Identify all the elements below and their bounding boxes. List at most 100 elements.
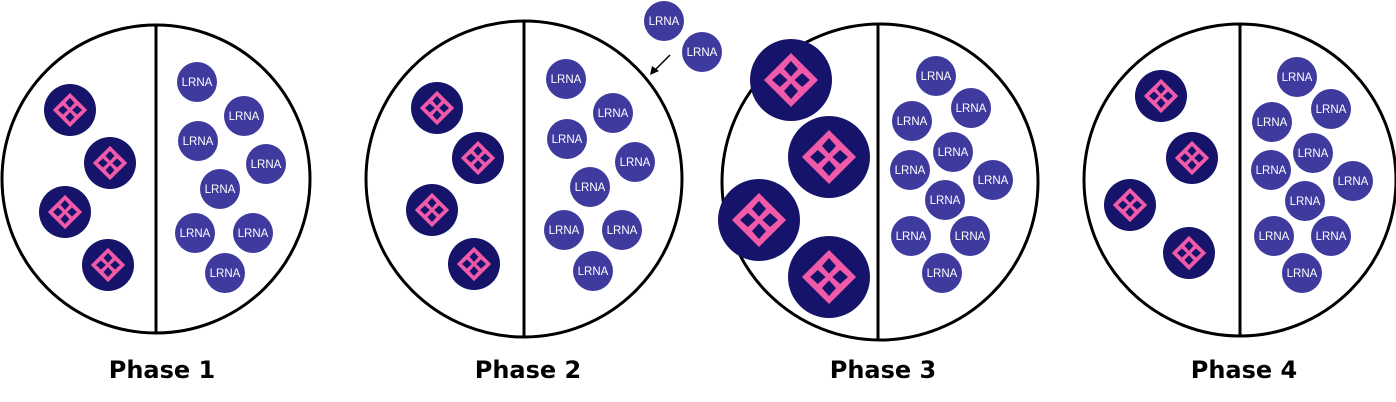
lrna-token-label: LRNA — [1282, 72, 1313, 84]
lrna-token-icon: LRNA — [1285, 181, 1325, 221]
lrna-token-label: LRNA — [578, 266, 609, 278]
lrna-token-label: LRNA — [938, 147, 969, 159]
lrna-token-label: LRNA — [182, 77, 213, 89]
lrna-token-icon: LRNA — [1311, 89, 1351, 129]
asset-token-icon — [406, 184, 458, 236]
asset-token-icon — [718, 179, 800, 261]
lrna-token-label: LRNA — [549, 225, 580, 237]
lrna-token-icon: LRNA — [973, 160, 1013, 200]
lrna-token-icon: LRNA — [950, 216, 990, 256]
lrna-token-label: LRNA — [978, 175, 1009, 187]
lrna-token-icon: LRNA — [547, 119, 587, 159]
lrna-token-label: LRNA — [607, 225, 638, 237]
lrna-token-icon: LRNA — [224, 96, 264, 136]
lrna-token-icon: LRNA — [933, 132, 973, 172]
asset-token-icon — [1104, 179, 1156, 231]
lrna-token-icon: LRNA — [205, 253, 245, 293]
lrna-token-label: LRNA — [897, 116, 928, 128]
lrna-token-label: LRNA — [251, 159, 282, 171]
lrna-token-icon: LRNA — [916, 56, 956, 96]
lrna-token-icon: LRNA — [890, 150, 930, 190]
lrna-token-label: LRNA — [551, 74, 582, 86]
asset-token-icon — [788, 236, 870, 318]
lrna-token-icon: LRNA — [1333, 161, 1373, 201]
lrna-token-icon: LRNA — [644, 1, 684, 41]
lrna-token-icon: LRNA — [175, 213, 215, 253]
asset-token-icon — [452, 132, 504, 184]
lrna-token-label: LRNA — [205, 184, 236, 196]
asset-token-icon — [788, 116, 870, 198]
lrna-token-label: LRNA — [921, 71, 952, 83]
lrna-token-label: LRNA — [1259, 231, 1290, 243]
lrna-token-icon: LRNA — [951, 88, 991, 128]
lrna-token-label: LRNA — [575, 182, 606, 194]
lrna-token-label: LRNA — [229, 111, 260, 123]
asset-token-icon — [1166, 132, 1218, 184]
asset-token-icon — [82, 239, 134, 291]
lrna-token-icon: LRNA — [682, 32, 722, 72]
lrna-token-label: LRNA — [180, 228, 211, 240]
lrna-token-icon: LRNA — [1311, 216, 1351, 256]
lrna-token-icon: LRNA — [892, 101, 932, 141]
asset-token-icon — [1135, 70, 1187, 122]
asset-token-icon — [1163, 227, 1215, 279]
lrna-token-label: LRNA — [210, 268, 241, 280]
lrna-token-label: LRNA — [1257, 117, 1288, 129]
lrna-token-label: LRNA — [649, 16, 680, 28]
lrna-token-icon: LRNA — [1254, 216, 1294, 256]
lrna-token-icon: LRNA — [1252, 102, 1292, 142]
lrna-token-label: LRNA — [930, 195, 961, 207]
lrna-token-label: LRNA — [238, 228, 269, 240]
asset-token-icon — [84, 137, 136, 189]
lrna-token-icon: LRNA — [546, 59, 586, 99]
lrna-token-icon: LRNA — [891, 216, 931, 256]
lrna-token-icon: LRNA — [233, 213, 273, 253]
lrna-token-icon: LRNA — [177, 62, 217, 102]
lrna-token-label: LRNA — [1287, 268, 1318, 280]
asset-token-icon — [411, 82, 463, 134]
lrna-token-icon: LRNA — [922, 253, 962, 293]
lrna-token-label: LRNA — [620, 157, 651, 169]
lrna-token-icon: LRNA — [1277, 57, 1317, 97]
lrna-token-label: LRNA — [1256, 165, 1287, 177]
lrna-token-icon: LRNA — [544, 210, 584, 250]
lrna-token-label: LRNA — [552, 134, 583, 146]
lrna-token-label: LRNA — [598, 108, 629, 120]
lrna-token-label: LRNA — [1298, 148, 1329, 160]
phase-2-label: Phase 2 — [474, 356, 582, 384]
lrna-token-label: LRNA — [896, 231, 927, 243]
lrna-token-label: LRNA — [1290, 196, 1321, 208]
lrna-token-label: LRNA — [956, 103, 987, 115]
lrna-token-icon: LRNA — [925, 180, 965, 220]
lrna-token-icon: LRNA — [1251, 150, 1291, 190]
lrna-token-label: LRNA — [955, 231, 986, 243]
lrna-token-label: LRNA — [1338, 176, 1369, 188]
asset-token-icon — [44, 84, 96, 136]
asset-token-icon — [39, 186, 91, 238]
lrna-token-label: LRNA — [1316, 104, 1347, 116]
lrna-token-icon: LRNA — [615, 142, 655, 182]
phase-4-pool: LRNA LRNA LRNA LRNA LRNA LRNA LRNA LRNA LRNA LRNA — [1082, 22, 1396, 338]
phase-4-label: Phase 4 — [1190, 356, 1298, 384]
lrna-token-icon: LRNA — [246, 144, 286, 184]
arrow-icon — [650, 54, 671, 75]
phase-3-pool: LRNA LRNA LRNA LRNA LRNA LRNA LRNA LRNA LRNA LRNA — [718, 22, 1040, 342]
lrna-token-label: LRNA — [895, 165, 926, 177]
lrna-token-label: LRNA — [183, 136, 214, 148]
phase-3-label: Phase 3 — [829, 356, 937, 384]
phase-2-pool: LRNA LRNA LRNA LRNA LRNA LRNA LRNA LRNA — [364, 19, 684, 339]
phase-1-pool: LRNA LRNA LRNA LRNA LRNA LRNA LRNA LRNA — [0, 23, 312, 335]
lrna-token-icon: LRNA — [1282, 253, 1322, 293]
lrna-token-icon: LRNA — [1293, 133, 1333, 173]
lrna-token-icon: LRNA — [593, 93, 633, 133]
lrna-token-label: LRNA — [927, 268, 958, 280]
lrna-token-icon: LRNA — [200, 169, 240, 209]
asset-token-icon — [750, 39, 832, 121]
lrna-token-label: LRNA — [1316, 231, 1347, 243]
lrna-token-icon: LRNA — [178, 121, 218, 161]
lrna-token-icon: LRNA — [573, 251, 613, 291]
phase-1-label: Phase 1 — [108, 356, 216, 384]
lrna-token-label: LRNA — [687, 47, 718, 59]
asset-token-icon — [448, 238, 500, 290]
